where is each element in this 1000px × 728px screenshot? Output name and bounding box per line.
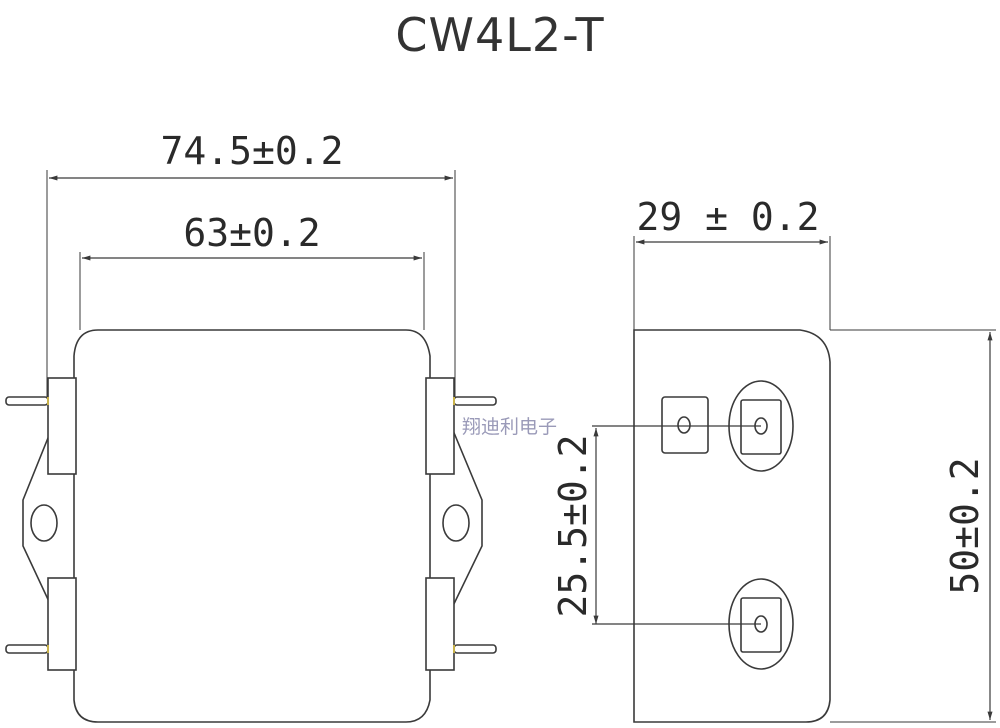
pin-left-bottom: [5, 644, 49, 654]
terminal-block-right-bottom: [425, 577, 455, 671]
terminal-tab-bottom: [740, 597, 782, 653]
part-number-title: CW4L2-T: [395, 8, 605, 62]
side-body: [633, 329, 831, 723]
pin-right-top: [453, 396, 497, 406]
ground-lug-hole: [677, 416, 691, 434]
filter-body: [73, 329, 431, 723]
dim-label-body-width: 63±0.2: [183, 211, 320, 255]
terminal-block-right-top: [425, 377, 455, 475]
side-view: [592, 236, 996, 723]
dim-label-side-depth: 29 ± 0.2: [636, 195, 819, 239]
front-view: [5, 170, 497, 723]
mounting-hole-left: [30, 504, 58, 542]
dim-label-terminal-spacing: 25.5±0.2: [551, 434, 595, 617]
pin-left-top: [5, 396, 49, 406]
dim-label-overall-width: 74.5±0.2: [160, 129, 343, 173]
dim-label-side-height: 50±0.2: [943, 457, 987, 594]
ground-lug: [661, 396, 709, 454]
mounting-hole-right: [442, 504, 470, 542]
pin-right-bottom: [453, 644, 497, 654]
terminal-block-left-bottom: [47, 577, 77, 671]
terminal-tab-top: [740, 399, 782, 455]
terminal-block-left-top: [47, 377, 77, 475]
watermark-text: 翔迪利电子: [462, 416, 557, 438]
